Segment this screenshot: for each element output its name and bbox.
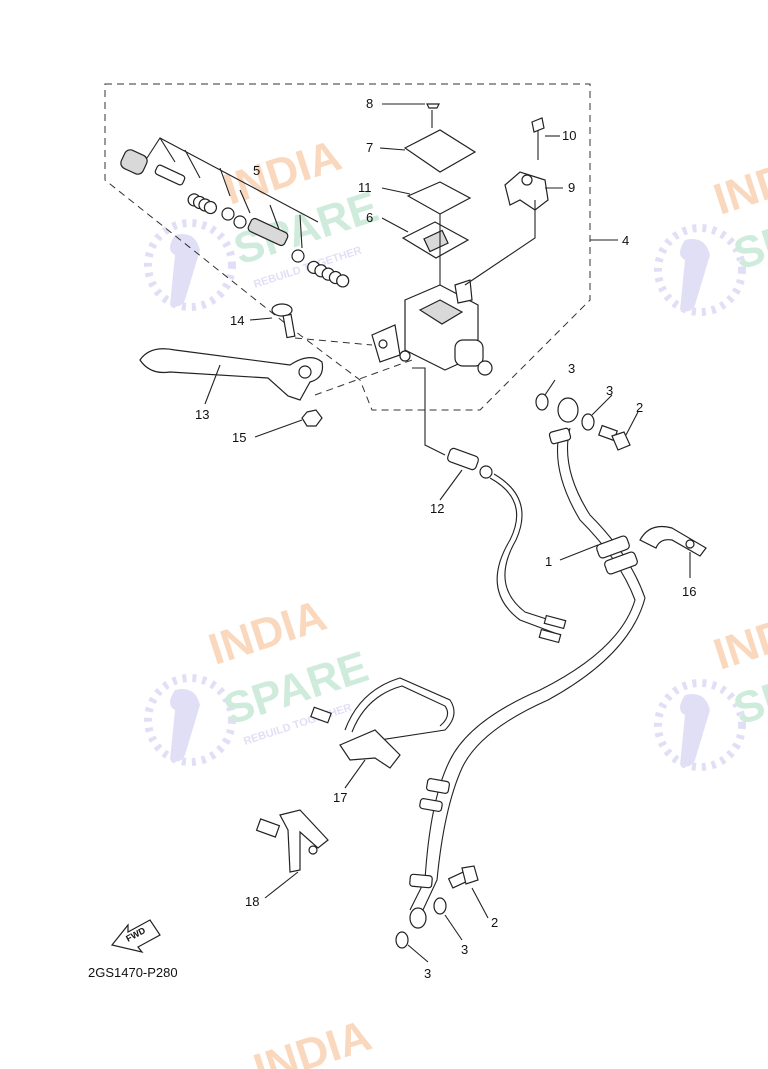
washer-3b <box>581 413 595 431</box>
bolt-14 <box>271 303 296 339</box>
callout-18: 18 <box>245 894 259 909</box>
callout-1: 1 <box>545 554 552 569</box>
brake-lever-13 <box>139 348 324 401</box>
hose-guide-17 <box>310 677 455 769</box>
diagram-code: 2GS1470-P280 <box>88 965 178 980</box>
callout-13: 13 <box>195 407 209 422</box>
watermark-mr-line1: INDIA <box>708 596 768 680</box>
brake-switch-12 <box>412 367 567 644</box>
piston-kit-5 <box>120 137 350 288</box>
callout-15: 15 <box>232 430 246 445</box>
bracket-18 <box>255 809 329 873</box>
brake-hose-1 <box>409 397 646 929</box>
watermark-bottom-line1: INDIA <box>248 1011 377 1069</box>
watermark-wrench-icon <box>144 219 236 311</box>
watermark-top-right: INDIA SPARE <box>654 141 768 316</box>
callout-16: 16 <box>682 584 696 599</box>
callout-3a: 3 <box>568 361 575 376</box>
callout-17: 17 <box>333 790 347 805</box>
nut-15 <box>301 409 323 427</box>
fwd-arrow-icon: FWD <box>110 919 161 953</box>
callout-4: 4 <box>622 233 629 248</box>
callout-14: 14 <box>230 313 244 328</box>
callout-9: 9 <box>568 180 575 195</box>
callout-10: 10 <box>562 128 576 143</box>
washer-3d <box>395 931 409 949</box>
callout-12: 12 <box>430 501 444 516</box>
hose-clamp-16 <box>639 525 707 557</box>
callout-5: 5 <box>253 163 260 178</box>
watermark-middle-right: INDIA SPARE <box>654 596 768 771</box>
callout-7: 7 <box>366 140 373 155</box>
washer-3a <box>535 393 549 411</box>
assembly-boundary-4 <box>104 83 591 411</box>
watermark-bottom: INDIA <box>248 1011 377 1069</box>
callout-3c: 3 <box>461 942 468 957</box>
callout-11: 11 <box>358 180 372 195</box>
callout-2b: 2 <box>491 915 498 930</box>
callout-6: 6 <box>366 210 373 225</box>
union-bolt-2a <box>598 424 631 451</box>
union-bolt-2b <box>447 865 479 889</box>
callout-8: 8 <box>366 96 373 111</box>
bracket-holder-9 <box>504 171 549 211</box>
washer-3c <box>433 897 447 915</box>
leader-lines <box>204 103 691 963</box>
callout-3d: 3 <box>424 966 431 981</box>
callout-2a: 2 <box>636 400 643 415</box>
bolt-10 <box>531 117 545 160</box>
watermark-middle-center: INDIA SPARE REBUILD TOGETHER <box>144 591 374 766</box>
watermark-right-line1: INDIA <box>708 141 768 225</box>
master-cylinder-body <box>371 103 493 376</box>
callout-3b: 3 <box>606 383 613 398</box>
